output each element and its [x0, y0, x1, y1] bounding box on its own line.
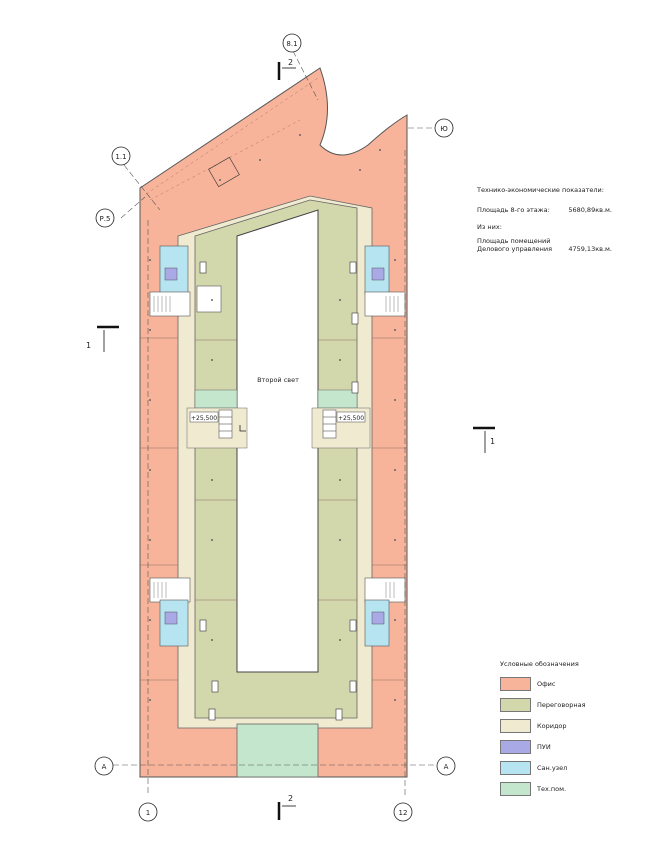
legend-swatch-tech [500, 781, 531, 796]
legend-title: Условные обозначения [500, 660, 579, 668]
section-label-2-bottom: 2 [288, 794, 293, 803]
section-label-2-top: 2 [288, 58, 293, 67]
floor-area-value: 5680,89кв.м. [568, 206, 612, 214]
legend-label-corridor: Коридор [537, 721, 567, 730]
legend-swatch-office [500, 676, 531, 691]
legend-item-pui: ПУИ [500, 739, 585, 754]
premises-area-value: 4759,13кв.м. [568, 245, 612, 253]
legend-swatch-wc [500, 760, 531, 775]
atrium-label: Второй свет [257, 376, 299, 384]
including-label: Из них: [477, 223, 502, 231]
legend-label-wc: Сан.узел [537, 763, 568, 772]
axis-label-a-right: А [444, 763, 449, 771]
core-top-right [364, 245, 406, 317]
legend: Условные обозначения Офис Переговорная К… [500, 660, 585, 802]
section-marker-2-bottom [277, 802, 296, 820]
section-marker-2-top [277, 62, 296, 80]
legend-item-meeting: Переговорная [500, 697, 585, 712]
legend-label-meeting: Переговорная [537, 700, 586, 709]
level-mark-left: +25,500 [191, 415, 217, 422]
axis-label-1: 1 [146, 809, 150, 817]
section-marker-1-right [473, 426, 495, 453]
legend-swatch-meeting [500, 697, 531, 712]
core-bottom-left [149, 577, 191, 647]
premises-label-line1: Площадь помещений [477, 237, 551, 245]
indicators-title: Технико-экономические показатели: [477, 186, 604, 194]
legend-label-office: Офис [537, 679, 556, 688]
section-label-1-right: 1 [490, 437, 495, 446]
section-label-1-left: 1 [86, 341, 91, 350]
legend-swatch-corridor [500, 718, 531, 733]
atrium-void [236, 209, 319, 673]
axis-label-12: 12 [399, 809, 408, 817]
axis-label-1-1: 1.1 [115, 153, 126, 161]
legend-item-office: Офис [500, 676, 585, 691]
floor-area-label: Площадь 8-го этажа: [477, 206, 550, 214]
section-marker-1-left [97, 325, 119, 352]
premises-label-line2: Делового управления [477, 245, 553, 253]
axis-label-a-left: А [102, 763, 107, 771]
level-mark-right: +25,500 [338, 415, 364, 422]
legend-item-tech: Тех.пом. [500, 781, 585, 796]
axis-label-yu: Ю [440, 125, 448, 133]
bottom-passage [236, 723, 319, 778]
axis-bubbles [94, 33, 456, 822]
core-top-left [149, 245, 222, 317]
axis-label-8-1: 8.1 [286, 40, 297, 48]
legend-item-wc: Сан.узел [500, 760, 585, 775]
technical-indicators: Технико-экономические показатели: Площад… [477, 186, 647, 262]
axis-label-r5: Р.5 [100, 215, 111, 223]
core-bottom-right [364, 577, 406, 647]
legend-swatch-pui [500, 739, 531, 754]
legend-item-corridor: Коридор [500, 718, 585, 733]
legend-label-tech: Тех.пом. [537, 784, 567, 793]
legend-label-pui: ПУИ [537, 742, 551, 751]
